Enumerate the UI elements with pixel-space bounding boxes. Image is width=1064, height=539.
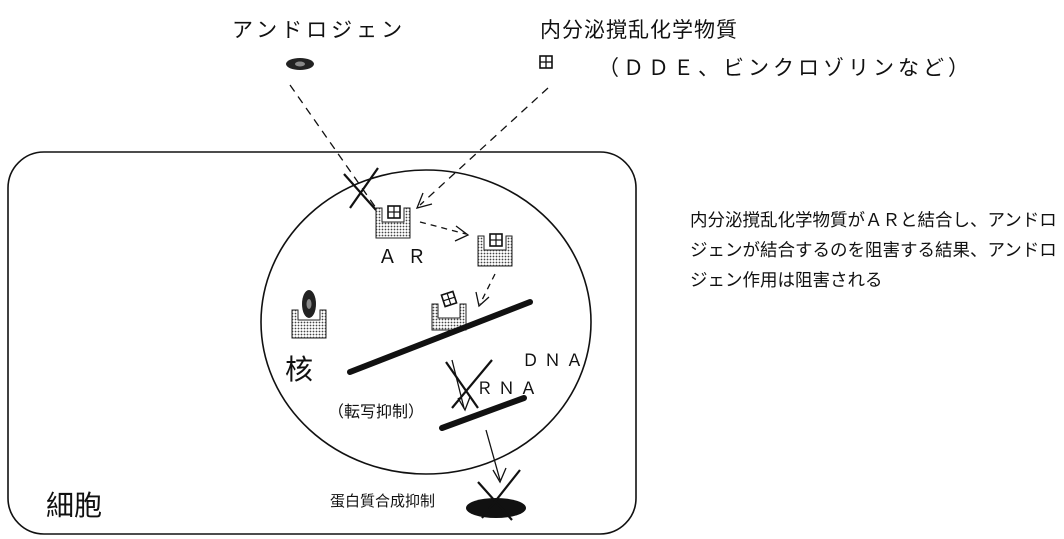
receptor-dna-binding-arrow (475, 273, 496, 308)
rna-label: ＲＮＡ (476, 379, 542, 399)
rna-strand (439, 395, 527, 431)
transcription-arrow (451, 359, 471, 412)
ar-label: ＡＲ (378, 246, 437, 268)
edc-symbol (539, 55, 553, 69)
dna-strand (347, 299, 533, 375)
cell-label: 細胞 (46, 489, 103, 522)
androgen-label: アンドロジェン (232, 18, 407, 42)
dna-label: ＤＮＡ (522, 351, 588, 371)
receptor-ar (375, 205, 411, 239)
androgen-block-x (343, 167, 379, 211)
androgen-symbol (286, 58, 314, 70)
protein-blob (466, 498, 526, 518)
receptor-on-dna (431, 290, 467, 331)
cell-boundary (7, 151, 637, 535)
edc-path-arrow (415, 87, 549, 209)
translation-arrow (485, 429, 507, 484)
edc-examples-label: （ＤＤＥ、ビンクロゾリンなど） (598, 56, 973, 80)
androgen-path (289, 84, 377, 209)
nucleus-label: 核 (285, 353, 314, 386)
edc-label: 内分泌撹乱化学物質 (540, 18, 738, 42)
protein-synthesis-inhibition-label: 蛋白質合成抑制 (330, 492, 436, 510)
receptor-with-androgen (291, 290, 327, 339)
nucleus-boundary (260, 169, 592, 475)
receptor-ar-translocated (477, 233, 513, 267)
transcription-block-x (445, 359, 493, 409)
receptor-translocation-arrow (419, 221, 470, 242)
explanation-note: 内分泌撹乱化学物質がＡＲと結合し、アンドロジェンが結合するのを阻害する結果、アン… (690, 211, 1057, 291)
transcription-inhibition-label: （転写抑制） (328, 402, 425, 421)
protein-block-x (477, 469, 521, 521)
